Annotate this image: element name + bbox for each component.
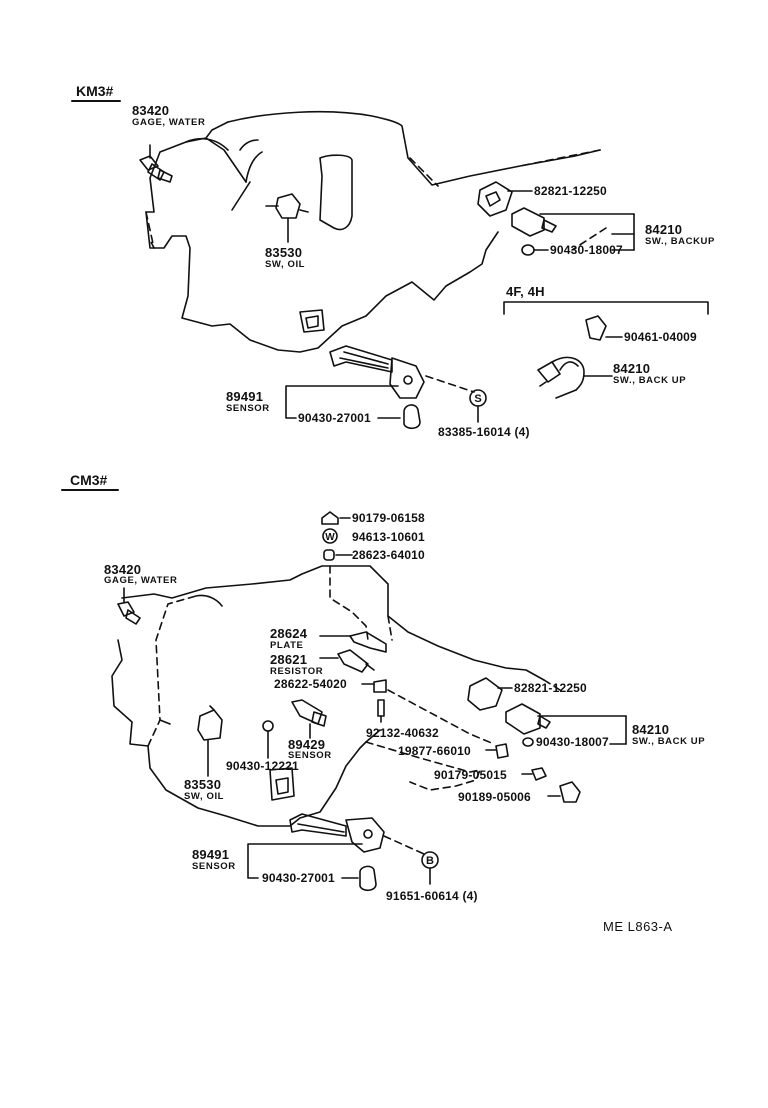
km3-screw-symbol: [469, 389, 487, 423]
km3-variant-clamp-part: [585, 315, 623, 341]
km3-sensor-part: [329, 345, 475, 430]
cm3-resistor-part: [319, 649, 375, 673]
cm3-speed-sensor-part: [291, 699, 327, 739]
km3-sensor-gasket-number: 90430-27001: [298, 411, 371, 425]
km3-variant-switch-number: 84210: [613, 361, 651, 376]
km3-intake-tube: [319, 154, 353, 231]
cm3-gasket-a-number: 90430-12221: [226, 759, 299, 773]
cm3-collar-part: [323, 549, 353, 561]
cm3-stud-part: [377, 699, 385, 723]
cm3-sensor-desc: SENSOR: [192, 861, 236, 872]
km3-gasket-part: [521, 244, 549, 256]
cm3-nut-part: [321, 511, 351, 525]
cm3-gasket-b-part: [522, 737, 534, 747]
cm3-bolt-symbol: [421, 851, 439, 885]
km3-engine-dash: [145, 149, 601, 249]
cm3-bolt-symbol-letter: B: [426, 855, 434, 867]
cm3-backup-switch-desc: SW., BACK UP: [632, 736, 706, 747]
diagram-code: ME L863-A: [603, 919, 673, 934]
km3-sensor-desc: SENSOR: [226, 403, 270, 414]
cm3-grommet-part: [361, 679, 387, 693]
cm3-oil-switch-part: [197, 705, 223, 777]
cm3-mount-bracket: [269, 767, 295, 801]
cm3-nut-number: 90179-06158: [352, 511, 425, 525]
km3-connector-part: [477, 181, 533, 217]
cm3-plug-number: 90189-05006: [458, 790, 531, 804]
cm3-stud-number: 92132-40632: [366, 726, 439, 740]
km3-oil-switch-desc: SW, OIL: [265, 259, 306, 270]
cm3-connector-part: [467, 677, 513, 711]
km3-engine-inner: [185, 121, 263, 211]
cm3-bolt-number: 91651-60614 (4): [386, 889, 478, 903]
cm3-backup-switch-part: [505, 703, 627, 745]
km3-connector-number: 82821-12250: [534, 184, 607, 198]
cm3-seal-part: [485, 743, 509, 759]
km3-backup-switch-part: [511, 207, 635, 251]
km3-backup-switch-desc: SW., BACKUP: [645, 236, 715, 247]
cm3-sensor-leader: [247, 843, 363, 879]
cm3-sensor-part: [289, 813, 425, 892]
cm3-speed-sensor-desc: SENSOR: [288, 750, 332, 761]
cm3-nut-b-part: [521, 767, 547, 781]
cm3-oil-switch-desc: SW, OIL: [184, 791, 225, 802]
km3-section-title: KM3#: [76, 83, 114, 99]
cm3-nut-b-number: 90179-05015: [434, 768, 507, 782]
km3-water-gage-desc: GAGE, WATER: [132, 117, 206, 128]
cm3-gasket-b-number: 90430-18007: [536, 735, 609, 749]
cm3-speed-sensor-number: 89429: [288, 737, 326, 752]
cm3-sensor-number: 89491: [192, 847, 230, 862]
km3-water-gage-part: [139, 144, 173, 183]
km3-sensor-leader: [285, 385, 401, 419]
km3-oil-switch-number: 83530: [265, 245, 303, 260]
km3-backup-switch-number: 84210: [645, 222, 683, 237]
cm3-plate-number: 28624: [270, 626, 308, 641]
cm3-water-gage-number: 83420: [104, 562, 142, 577]
km3-gasket-number: 90430-18007: [550, 243, 623, 257]
cm3-engine-dash: [147, 595, 561, 791]
cm3-engine-inner: [159, 594, 223, 725]
km3-variant-clamp-number: 90461-04009: [624, 330, 697, 344]
cm3-washer-symbol: [322, 528, 338, 544]
cm3-section-title: CM3#: [70, 472, 108, 488]
cm3-gasket-a-part: [262, 720, 274, 759]
km3-variant-bracket: [503, 301, 709, 315]
cm3-plate-desc: PLATE: [270, 640, 304, 651]
cm3-backup-switch-number: 84210: [632, 722, 670, 737]
cm3-stack-leader: [329, 565, 369, 641]
cm3-oil-switch-number: 83530: [184, 777, 222, 792]
km3-screw-number: 83385-16014 (4): [438, 425, 530, 439]
km3-screw-symbol-letter: S: [474, 393, 481, 405]
cm3-seal-number: 19877-66010: [398, 744, 471, 758]
cm3-connector-number: 82821-12250: [514, 681, 587, 695]
cm3-plug-part: [547, 781, 581, 803]
cm3-grommet-number: 28622-54020: [274, 677, 347, 691]
km3-variant-switch-part: [537, 356, 613, 399]
cm3-water-gage-desc: GAGE, WATER: [104, 575, 178, 586]
km3-sensor-number: 89491: [226, 389, 264, 404]
km3-variant-switch-desc: SW., BACK UP: [613, 375, 687, 386]
cm3-collar-number: 28623-64010: [352, 548, 425, 562]
cm3-washer-symbol-letter: W: [325, 532, 335, 543]
cm3-plate-part: [319, 631, 387, 653]
cm3-sensor-gasket-number: 90430-27001: [262, 871, 335, 885]
km3-oil-switch-part: [265, 193, 309, 243]
km3-mount-bracket: [299, 309, 325, 333]
cm3-resistor-leader: [387, 689, 495, 745]
km3-water-gage-number: 83420: [132, 103, 170, 118]
cm3-resistor-desc: RESISTOR: [270, 666, 324, 677]
cm3-resistor-number: 28621: [270, 652, 308, 667]
cm3-water-gage-part: [117, 587, 141, 625]
cm3-washer-number: 94613-10601: [352, 530, 425, 544]
cm3-engine-outline: [111, 565, 545, 827]
km3-engine-outline: [145, 110, 601, 353]
km3-variant-title: 4F, 4H: [506, 284, 545, 299]
